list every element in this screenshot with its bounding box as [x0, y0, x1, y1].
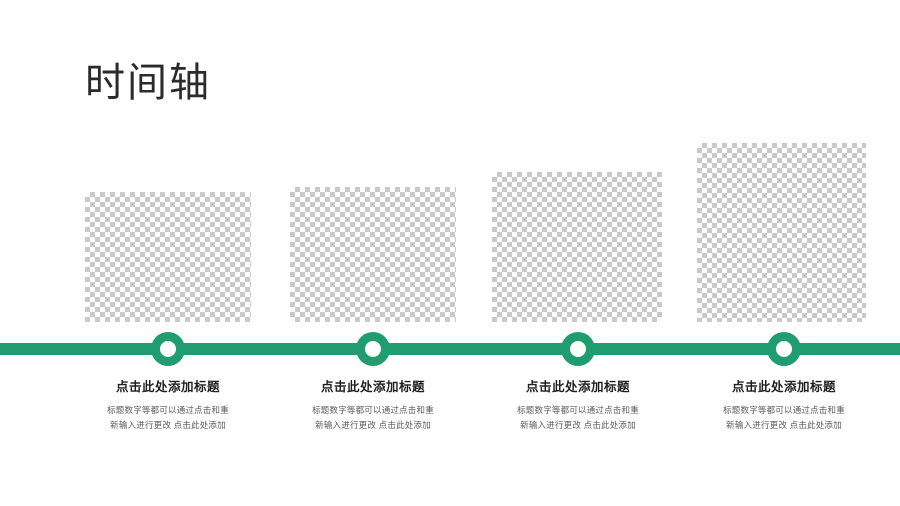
timeline-marker-hole-icon [570, 341, 586, 357]
timeline-marker-4[interactable] [767, 332, 801, 366]
caption-body-line-1: 标题数字等都可以通过点击和重 [517, 405, 639, 415]
image-placeholder-4[interactable] [697, 143, 866, 322]
page-title: 时间轴 [85, 60, 211, 105]
timeline-axis [0, 343, 900, 355]
image-placeholder-1[interactable] [85, 192, 251, 322]
timeline-marker-hole-icon [160, 341, 176, 357]
caption-body-line-2: 新输入进行更改 点击此处添加 [726, 420, 842, 430]
image-placeholder-2[interactable] [290, 187, 456, 322]
timeline-marker-2[interactable] [356, 332, 390, 366]
timeline-marker-3[interactable] [561, 332, 595, 366]
caption-title[interactable]: 点击此处添加标题 [525, 380, 630, 394]
caption-body[interactable]: 标题数字等都可以通过点击和重 新输入进行更改 点击此处添加 [58, 403, 278, 433]
caption-body-line-2: 新输入进行更改 点击此处添加 [110, 420, 226, 430]
caption-body[interactable]: 标题数字等都可以通过点击和重 新输入进行更改 点击此处添加 [263, 403, 483, 433]
image-placeholder-3[interactable] [492, 172, 662, 322]
caption-body[interactable]: 标题数字等都可以通过点击和重 新输入进行更改 点击此处添加 [674, 403, 894, 433]
caption-body[interactable]: 标题数字等都可以通过点击和重 新输入进行更改 点击此处添加 [468, 403, 688, 433]
timeline-caption-2: 点击此处添加标题 标题数字等都可以通过点击和重 新输入进行更改 点击此处添加 [263, 378, 483, 433]
caption-body-line-1: 标题数字等都可以通过点击和重 [107, 405, 229, 415]
caption-body-line-1: 标题数字等都可以通过点击和重 [312, 405, 434, 415]
timeline-caption-3: 点击此处添加标题 标题数字等都可以通过点击和重 新输入进行更改 点击此处添加 [468, 378, 688, 433]
caption-title[interactable]: 点击此处添加标题 [115, 380, 220, 394]
caption-body-line-2: 新输入进行更改 点击此处添加 [520, 420, 636, 430]
caption-body-line-2: 新输入进行更改 点击此处添加 [315, 420, 431, 430]
caption-title[interactable]: 点击此处添加标题 [731, 380, 836, 394]
caption-title[interactable]: 点击此处添加标题 [320, 380, 425, 394]
timeline-marker-1[interactable] [151, 332, 185, 366]
timeline-marker-hole-icon [365, 341, 381, 357]
timeline-marker-hole-icon [776, 341, 792, 357]
caption-body-line-1: 标题数字等都可以通过点击和重 [723, 405, 845, 415]
timeline-caption-4: 点击此处添加标题 标题数字等都可以通过点击和重 新输入进行更改 点击此处添加 [674, 378, 894, 433]
timeline-caption-1: 点击此处添加标题 标题数字等都可以通过点击和重 新输入进行更改 点击此处添加 [58, 378, 278, 433]
